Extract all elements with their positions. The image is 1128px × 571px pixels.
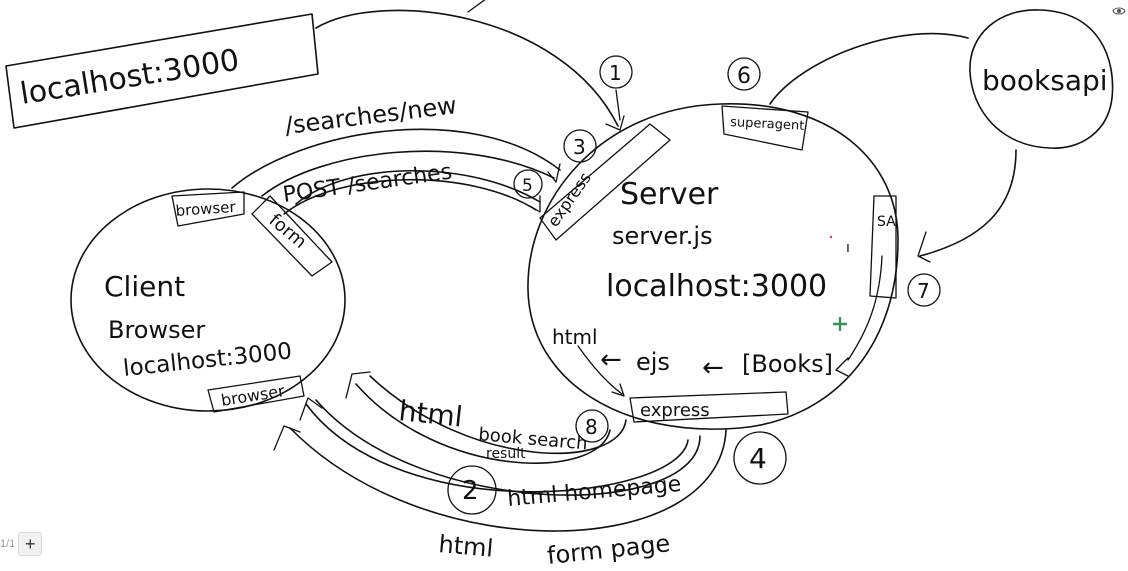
connector-server-to-api — [769, 32, 969, 105]
books-api-node: booksapi — [969, 9, 1114, 149]
svg-text:6: 6 — [737, 64, 751, 89]
sa-tab: SA — [877, 214, 896, 230]
client-subtitle: Browser — [108, 316, 205, 344]
connector-localhost-to-server — [315, 9, 619, 127]
svg-text:5: 5 — [522, 176, 533, 196]
path-post-searches: POST /searches — [281, 159, 453, 207]
connector-searches-new — [231, 128, 561, 189]
step-8: 8 — [575, 409, 609, 443]
server-title: Server — [620, 177, 719, 212]
add-page-button[interactable]: + — [18, 532, 43, 556]
label-form-page: form page — [546, 529, 672, 566]
connector-form-page — [289, 427, 727, 532]
books-label: [Books] — [742, 350, 833, 378]
client-node: Client Browser localhost:3000 browser fo… — [70, 188, 346, 413]
html-inner-label: html — [552, 325, 598, 349]
express-tab-bottom: express — [640, 400, 710, 421]
svg-text:8: 8 — [585, 415, 598, 439]
localhost-box: localhost:3000 — [5, 13, 319, 129]
tick-mark: ı — [846, 240, 850, 256]
label-result: result — [486, 446, 526, 462]
svg-text:2: 2 — [462, 476, 479, 506]
client-host: localhost:3000 — [122, 338, 293, 382]
label-html-form: html — [437, 530, 494, 563]
red-dot — [829, 235, 833, 239]
connector-api-to-sa — [919, 149, 1017, 257]
browser-tab-top: browser — [175, 198, 237, 220]
server-host: localhost:3000 — [606, 269, 827, 304]
cursor-plus-icon — [833, 317, 847, 331]
page-indicator: 1/1 — [0, 538, 16, 550]
label-html-result: html — [397, 394, 464, 433]
server-node: Server server.js localhost:3000 express … — [527, 103, 899, 430]
step-7: 7 — [907, 273, 941, 307]
svg-text:1: 1 — [609, 61, 622, 85]
ejs-label: ejs — [636, 348, 670, 376]
books-api-label: booksapi — [982, 64, 1108, 97]
connector-post-searches — [283, 178, 537, 215]
arrow-left-ejs: ← — [600, 345, 622, 375]
svg-text:4: 4 — [749, 442, 767, 475]
superagent-tab: superagent — [730, 115, 805, 134]
label-html-homepage: html homepage — [506, 472, 682, 512]
form-tab: form — [265, 210, 311, 253]
step-1: 1 — [599, 55, 633, 121]
arrow-left-books: ← — [702, 353, 724, 383]
svg-text:3: 3 — [573, 135, 586, 159]
connector-homepage — [315, 399, 701, 496]
step-2: 2 — [447, 465, 497, 515]
localhost-box-label: localhost:3000 — [18, 43, 242, 112]
step-5: 5 — [513, 169, 543, 199]
eye-icon[interactable] — [1112, 4, 1126, 18]
page-footer: 1/1 + — [0, 532, 43, 556]
server-file: server.js — [612, 222, 713, 250]
step-4: 4 — [733, 431, 787, 485]
step-6: 6 — [727, 57, 761, 91]
connector-search-result — [369, 375, 627, 455]
client-title: Client — [104, 270, 185, 303]
step-3: 3 — [563, 129, 597, 163]
svg-text:7: 7 — [917, 279, 930, 303]
